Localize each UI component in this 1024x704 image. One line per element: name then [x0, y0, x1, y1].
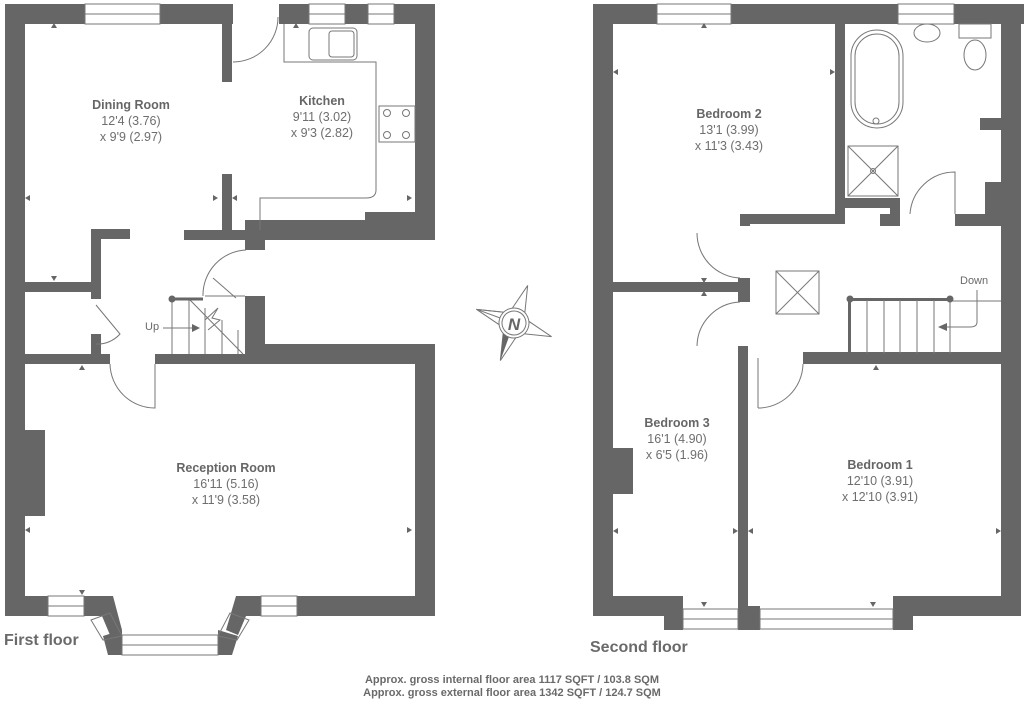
room-kitchen: Kitchen 9'11 (3.02) x 9'3 (2.82)	[291, 93, 353, 141]
room-name: Kitchen	[299, 94, 345, 108]
first-floor-walls	[5, 4, 435, 655]
room-bedroom-1: Bedroom 1 12'10 (3.91) x 12'10 (3.91)	[842, 457, 918, 505]
second-floor-windows	[656, 3, 955, 630]
room-dimension-width: x 11'3 (3.43)	[694, 139, 764, 153]
room-dimension-length: 12'4 (3.76)	[101, 114, 161, 128]
room-dimension-length: 12'10 (3.91)	[846, 474, 914, 488]
room-dimension-width: x 12'10 (3.91)	[841, 490, 919, 504]
room-dimension-width: x 11'9 (3.58)	[191, 493, 261, 507]
first-floor-stairs	[163, 295, 245, 355]
sink-icon	[308, 27, 358, 61]
external-floor-area: Approx. gross external floor area 1342 S…	[363, 687, 661, 699]
down-arrow-icon	[938, 323, 947, 331]
second-floor-walls	[593, 4, 1024, 630]
first-floor-windows	[47, 3, 395, 656]
up-arrow-icon	[192, 324, 200, 332]
room-dimension-length: 13'1 (3.99)	[699, 123, 759, 137]
stairs-down-label: Down	[960, 275, 989, 287]
room-dimension-length: 16'1 (4.90)	[647, 432, 707, 446]
room-name: Bedroom 3	[644, 416, 710, 430]
room-dimension-length: 16'11 (5.16)	[193, 477, 259, 491]
room-name: Bedroom 2	[696, 107, 762, 121]
room-dimension-width: x 9'9 (2.97)	[99, 130, 163, 144]
bathroom-fixtures	[847, 23, 992, 197]
compass-label: N	[508, 315, 521, 334]
hob-icon	[383, 109, 391, 117]
room-bedroom-2: Bedroom 2 13'1 (3.99) x 11'3 (3.43)	[695, 106, 763, 154]
room-dining-room: Dining Room 12'4 (3.76) x 9'9 (2.97)	[92, 97, 170, 145]
first-floor-doors	[95, 16, 279, 409]
room-reception-room: Reception Room 16'11 (5.16) x 11'9 (3.58…	[176, 460, 275, 508]
internal-floor-area: Approx. gross internal floor area 1117 S…	[364, 674, 660, 686]
room-dimension-width: x 9'3 (2.82)	[290, 126, 354, 140]
room-name: Dining Room	[92, 98, 170, 112]
stairs-up-label: Up	[145, 321, 160, 333]
kitchen-counter	[259, 24, 377, 230]
floor-area-summary: Approx. gross internal floor area 1117 S…	[0, 674, 1024, 700]
second-floor-doors	[696, 171, 956, 409]
room-name: Bedroom 1	[847, 458, 913, 472]
room-bedroom-3: Bedroom 3 16'1 (4.90) x 6'5 (1.96)	[644, 415, 709, 463]
room-dimension-length: 9'11 (3.02)	[292, 110, 352, 124]
second-floor-title: Second floor	[590, 639, 688, 656]
second-floor-stairs	[866, 290, 1001, 354]
room-name: Reception Room	[176, 461, 276, 475]
room-dimension-width: x 6'5 (1.96)	[645, 448, 709, 462]
first-floor-title: First floor	[4, 632, 79, 649]
